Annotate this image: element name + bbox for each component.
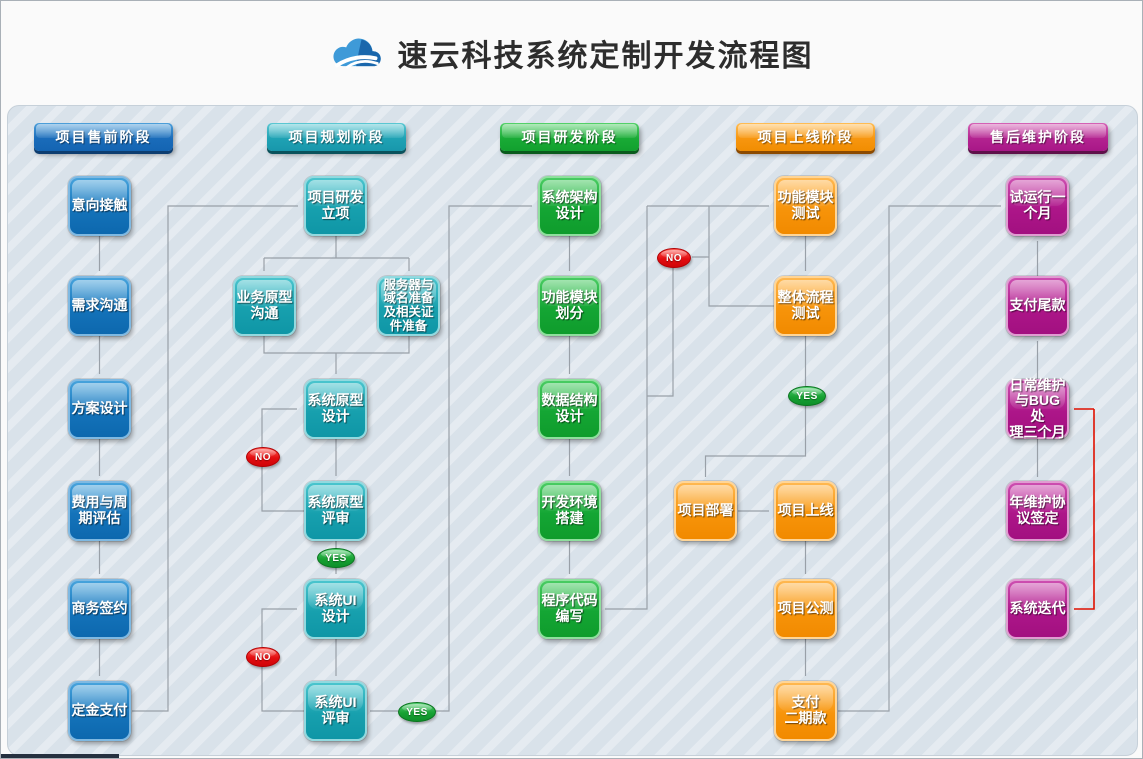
node-label: 需求沟通: [71, 297, 128, 314]
badge-label: NO: [666, 252, 682, 264]
node-architecture-design: 系统架构 设计: [538, 176, 601, 236]
stage-presale: 项目售前阶段: [34, 123, 173, 151]
node-label: 商务签约: [71, 600, 128, 617]
node-label: 支付尾款: [1009, 297, 1066, 314]
page-title: 速云科技系统定制开发流程图: [397, 40, 814, 73]
node-label: 开发环境 搭建: [541, 494, 598, 526]
node-label: 系统UI 评审: [314, 694, 357, 726]
yes-badge-prototype-review: YES: [317, 548, 355, 568]
badge-label: NO: [255, 651, 271, 663]
node-solution-design: 方案设计: [68, 379, 131, 439]
node-label: 年维护协 议签定: [1009, 494, 1066, 526]
node-final-payment: 支付尾款: [1006, 276, 1069, 336]
node-public-beta: 项目公测: [774, 579, 837, 639]
node-label: 支付 二期款: [784, 694, 827, 726]
node-system-prototype-review: 系统原型 评审: [304, 481, 367, 541]
node-label: 数据结构 设计: [541, 392, 598, 424]
node-annual-agreement: 年维护协 议签定: [1006, 481, 1069, 541]
node-label: 费用与周 期评估: [71, 494, 128, 526]
stage-label: 项目规划阶段: [288, 129, 385, 145]
node-module-testing: 功能模块 测试: [774, 176, 837, 236]
node-label: 服务器与 域名准备 及相关证 件准备: [383, 277, 434, 333]
stage-label: 项目上线阶段: [757, 129, 854, 145]
node-requirements-communication: 需求沟通: [68, 276, 131, 336]
node-go-live: 项目上线: [774, 481, 837, 541]
node-data-structure-design: 数据结构 设计: [538, 379, 601, 439]
no-badge-ui-review: NO: [246, 647, 280, 667]
node-label: 功能模块 划分: [541, 289, 598, 321]
node-initial-contact: 意向接触: [68, 176, 131, 236]
node-system-ui-review: 系统UI 评审: [304, 681, 367, 741]
node-label: 日常维护 与BUG处 理三个月: [1009, 376, 1066, 440]
node-deployment: 项目部署: [674, 481, 737, 541]
stage-label: 项目售前阶段: [55, 129, 152, 145]
node-contract-signing: 商务签约: [68, 579, 131, 639]
node-module-division: 功能模块 划分: [538, 276, 601, 336]
yes-badge-integration-testing: YES: [788, 386, 826, 406]
badge-label: YES: [325, 552, 347, 564]
node-integration-testing: 整体流程 测试: [774, 276, 837, 336]
no-badge-integration-testing: NO: [657, 248, 691, 268]
node-system-ui-design: 系统UI 设计: [304, 579, 367, 639]
stage-maintenance: 售后维护阶段: [968, 123, 1108, 151]
stage-launch: 项目上线阶段: [736, 123, 875, 151]
node-label: 系统架构 设计: [541, 189, 598, 221]
cloud-logo-icon: [332, 38, 381, 69]
node-label: 试运行一 个月: [1009, 189, 1066, 221]
node-daily-maintenance: 日常维护 与BUG处 理三个月: [1006, 376, 1069, 440]
node-label: 系统原型 设计: [307, 392, 364, 424]
node-label: 程序代码 编写: [541, 592, 598, 624]
node-label: 整体流程 测试: [777, 289, 834, 321]
node-label: 业务原型 沟通: [236, 289, 293, 321]
node-system-prototype-design: 系统原型 设计: [304, 379, 367, 439]
node-deposit-payment: 定金支付: [68, 681, 131, 741]
node-label: 项目部署: [677, 502, 734, 519]
stage-label: 售后维护阶段: [990, 129, 1086, 145]
badge-label: NO: [255, 451, 271, 463]
badge-label: YES: [406, 706, 428, 718]
node-label: 方案设计: [71, 400, 128, 417]
stage-planning: 项目规划阶段: [267, 123, 406, 151]
node-business-prototype-communication: 业务原型 沟通: [233, 276, 296, 336]
badge-label: YES: [796, 390, 818, 402]
node-label: 定金支付: [71, 702, 128, 719]
node-second-payment: 支付 二期款: [774, 681, 837, 741]
no-badge-prototype-review: NO: [246, 447, 280, 467]
node-label: 意向接触: [71, 197, 128, 214]
node-system-iteration: 系统迭代: [1006, 579, 1069, 639]
page-header: 速云科技系统定制开发流程图: [1, 1, 1142, 105]
node-label: 项目公测: [777, 600, 834, 617]
node-trial-run: 试运行一 个月: [1006, 176, 1069, 236]
node-label: 项目研发 立项: [307, 189, 364, 221]
stage-development: 项目研发阶段: [500, 123, 639, 151]
node-label: 功能模块 测试: [777, 189, 834, 221]
node-project-initiation: 项目研发 立项: [304, 176, 367, 236]
node-label: 系统UI 设计: [314, 592, 357, 624]
stage-label: 项目研发阶段: [521, 129, 618, 145]
node-label: 系统迭代: [1009, 600, 1066, 617]
screen-edge-artifact: [1, 754, 119, 758]
node-coding: 程序代码 编写: [538, 579, 601, 639]
node-label: 系统原型 评审: [307, 494, 364, 526]
node-label: 项目上线: [777, 502, 834, 519]
yes-badge-ui-review: YES: [398, 702, 436, 722]
node-server-domain-preparation: 服务器与 域名准备 及相关证 件准备: [377, 276, 440, 336]
node-dev-environment-setup: 开发环境 搭建: [538, 481, 601, 541]
node-cost-schedule-estimate: 费用与周 期评估: [68, 481, 131, 541]
